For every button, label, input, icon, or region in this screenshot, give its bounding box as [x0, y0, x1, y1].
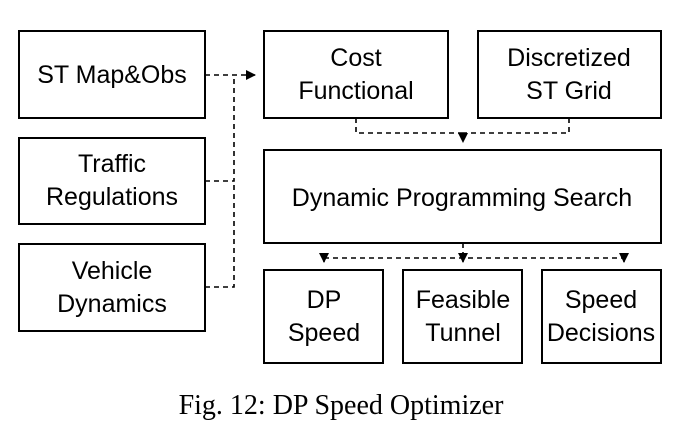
label-feasible: Feasible	[416, 286, 511, 314]
svg-text:Decisions: Decisions	[547, 319, 655, 347]
label-regulations: Regulations	[46, 183, 178, 211]
svg-text:Feasible: Feasible	[416, 286, 511, 314]
box-feasible-tunnel: Feasible Tunnel	[402, 269, 523, 364]
label-cost: Cost	[330, 44, 381, 72]
box-dp-search: Dynamic Programming Search	[263, 149, 662, 244]
svg-text:Tunnel: Tunnel	[425, 319, 501, 347]
label-dp: DP	[307, 286, 342, 314]
svg-text:Vehicle: Vehicle	[72, 257, 153, 285]
svg-text:Functional: Functional	[298, 77, 413, 105]
svg-text:Dynamic Programming Search: Dynamic Programming Search	[292, 184, 632, 212]
connector-traffic-to-trunk	[205, 75, 235, 182]
connector-grid-to-merge	[463, 118, 570, 134]
svg-text:ST Map&Obs: ST Map&Obs	[37, 61, 187, 89]
box-vehicle-dynamics: Vehicle Dynamics	[18, 243, 206, 332]
connector-vehicle-to-trunk	[205, 181, 235, 288]
label-speed: Speed	[288, 319, 360, 347]
box-cost-functional: Cost Functional	[263, 30, 449, 119]
label-dynamics: Dynamics	[57, 290, 167, 318]
svg-text:Traffic: Traffic	[78, 150, 146, 178]
svg-text:Cost: Cost	[330, 44, 381, 72]
svg-text:Discretized: Discretized	[507, 44, 631, 72]
label-tunnel: Tunnel	[425, 319, 501, 347]
label-discretized: Discretized	[507, 44, 631, 72]
svg-text:ST Grid: ST Grid	[526, 77, 612, 105]
box-discretized-st-grid: Discretized ST Grid	[477, 30, 662, 119]
svg-text:Dynamics: Dynamics	[57, 290, 167, 318]
svg-text:Fig. 12: DP Speed Optimizer: Fig. 12: DP Speed Optimizer	[179, 390, 505, 421]
box-speed-decisions: Speed Decisions	[541, 269, 662, 364]
svg-text:Speed: Speed	[565, 286, 637, 314]
box-dp-speed: DP Speed	[263, 269, 384, 364]
label-decisions: Decisions	[547, 319, 655, 347]
label-speed-2: Speed	[565, 286, 637, 314]
svg-text:Regulations: Regulations	[46, 183, 178, 211]
label-dp-search: Dynamic Programming Search	[292, 184, 632, 212]
figure-caption: Fig. 12: DP Speed Optimizer	[179, 390, 505, 421]
svg-text:Speed: Speed	[288, 319, 360, 347]
label-functional: Functional	[298, 77, 413, 105]
connector-cost-to-merge	[355, 118, 463, 134]
label-traffic: Traffic	[78, 150, 146, 178]
box-traffic-regulations: Traffic Regulations	[18, 137, 206, 225]
label-vehicle: Vehicle	[72, 257, 153, 285]
label-st-map-obs: ST Map&Obs	[37, 61, 187, 89]
box-st-map-obs: ST Map&Obs	[18, 30, 206, 119]
label-st-grid: ST Grid	[526, 77, 612, 105]
svg-text:DP: DP	[307, 286, 342, 314]
